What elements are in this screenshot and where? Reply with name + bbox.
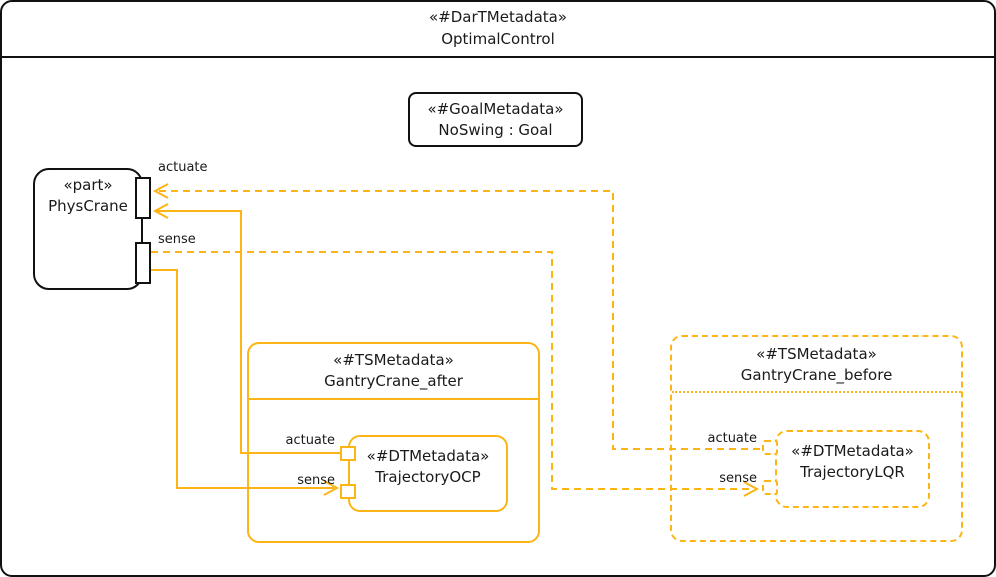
goal-name: NoSwing : Goal [438,121,553,139]
frame-stereotype: «#DarTMetadata» [428,8,568,26]
lqr-actuate-port [762,440,778,455]
lqr-node: «#DTMetadata» TrajectoryLQR [775,430,930,508]
ocp-actuate-port [340,446,356,461]
physcrane-node: «part» PhysCrane [33,168,143,290]
physcrane-stereotype: «part» [63,176,113,194]
physcrane-actuate-label: actuate [158,160,208,175]
goal-stereotype: «#GoalMetadata» [427,100,564,118]
lqr-sense-label: sense [719,471,757,486]
physcrane-name: PhysCrane [48,197,128,215]
ocp-stereotype: «#DTMetadata» [366,447,490,465]
lqr-actuate-label: actuate [707,431,757,446]
ts-after-stereotype: «#TSMetadata» [333,351,454,369]
ts-before-name: GantryCrane_before [740,366,893,384]
ts-after-divider [249,398,538,400]
frame-name: OptimalControl [441,30,555,48]
goal-node: «#GoalMetadata» NoSwing : Goal [408,92,583,147]
lqr-sense-port [762,480,778,495]
physcrane-sense-label: sense [158,232,196,247]
physcrane-actuate-port [135,177,151,219]
ocp-sense-label: sense [297,473,335,488]
ts-after-name: GantryCrane_after [324,372,463,390]
ocp-node: «#DTMetadata» TrajectoryOCP [348,435,508,512]
frame-header: «#DarTMetadata» OptimalControl [2,2,994,58]
ts-before-divider [672,391,961,393]
physcrane-sense-port [135,242,151,284]
ocp-sense-port [340,484,356,499]
ocp-actuate-label: actuate [285,433,335,448]
lqr-name: TrajectoryLQR [800,463,905,481]
lqr-stereotype: «#DTMetadata» [791,442,914,460]
ocp-name: TrajectoryOCP [375,468,481,486]
ts-before-stereotype: «#TSMetadata» [756,345,877,363]
